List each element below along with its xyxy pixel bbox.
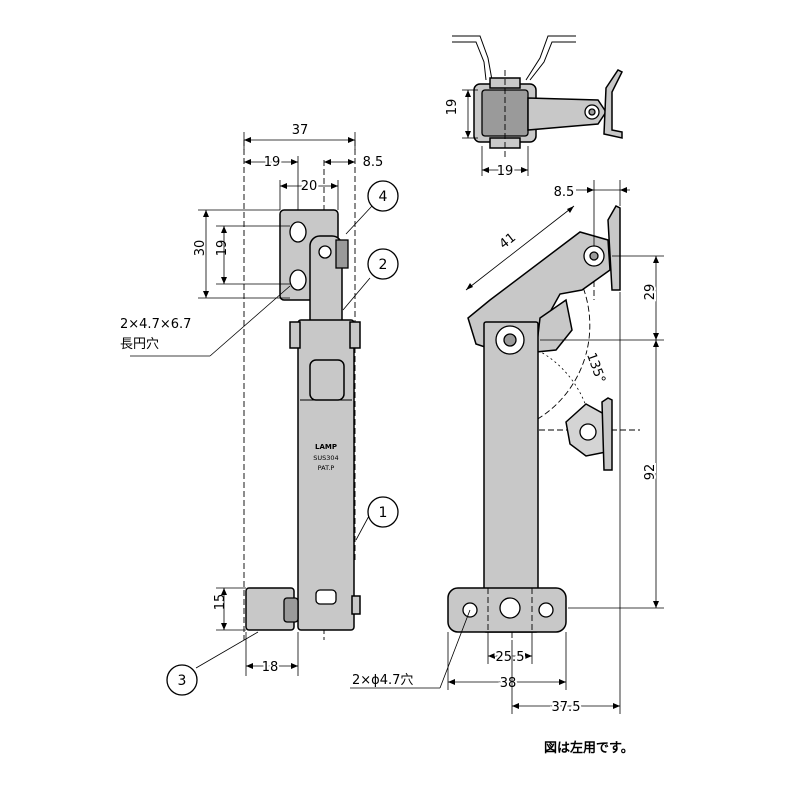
side-dim-slot-pitch: 20: [301, 179, 318, 194]
top-view-dim-height: 19: [445, 99, 460, 116]
front-dim-hole-pitch: 25.5: [496, 650, 525, 665]
side-dim-foot-height: 15: [213, 594, 228, 611]
svg-text:1: 1: [379, 505, 388, 521]
slot-spec-line1: 2×4.7×6.7: [120, 317, 191, 332]
note-left-hand: 図は左用です。: [544, 740, 634, 756]
callout-4: 4: [367, 180, 399, 212]
top-view-dim-width: 19: [497, 164, 514, 179]
top-view: 19 19: [445, 35, 624, 181]
slot-spec-line2: 長円穴: [120, 337, 159, 352]
side-dim-right: 8.5: [363, 155, 384, 170]
stamp-brand: LAMP: [315, 443, 337, 451]
stamp-material: SUS304: [313, 454, 338, 462]
stamp-patent: PAT.P: [318, 464, 335, 472]
side-view: LAMP SUS304 PAT.P 37 19 8.5 20 3: [120, 123, 384, 677]
side-dim-height: 30: [193, 240, 208, 257]
front-dim-offset: 8.5: [554, 185, 575, 200]
front-dim-base-width: 38: [500, 676, 517, 691]
svg-text:4: 4: [379, 189, 388, 205]
callout-2: 2: [367, 248, 399, 280]
side-dim-foot-width: 18: [262, 660, 279, 675]
hole-spec: 2×ϕ4.7穴: [352, 673, 413, 688]
svg-text:2: 2: [379, 257, 388, 273]
side-dim-total-width: 37: [292, 123, 309, 138]
side-dim-left: 19: [264, 155, 281, 170]
callout-3: 3: [166, 664, 198, 696]
front-dim-upper-height: 29: [643, 284, 658, 301]
front-dim-total-height: 92: [643, 464, 658, 481]
front-dim-link-length: 41: [497, 230, 519, 252]
callout-1: 1: [367, 496, 399, 528]
front-dim-angle: 135°: [583, 351, 608, 386]
side-dim-slot-height: 19: [215, 240, 230, 257]
front-dim-offset-bottom: 37.5: [552, 700, 581, 715]
svg-text:3: 3: [178, 673, 187, 689]
